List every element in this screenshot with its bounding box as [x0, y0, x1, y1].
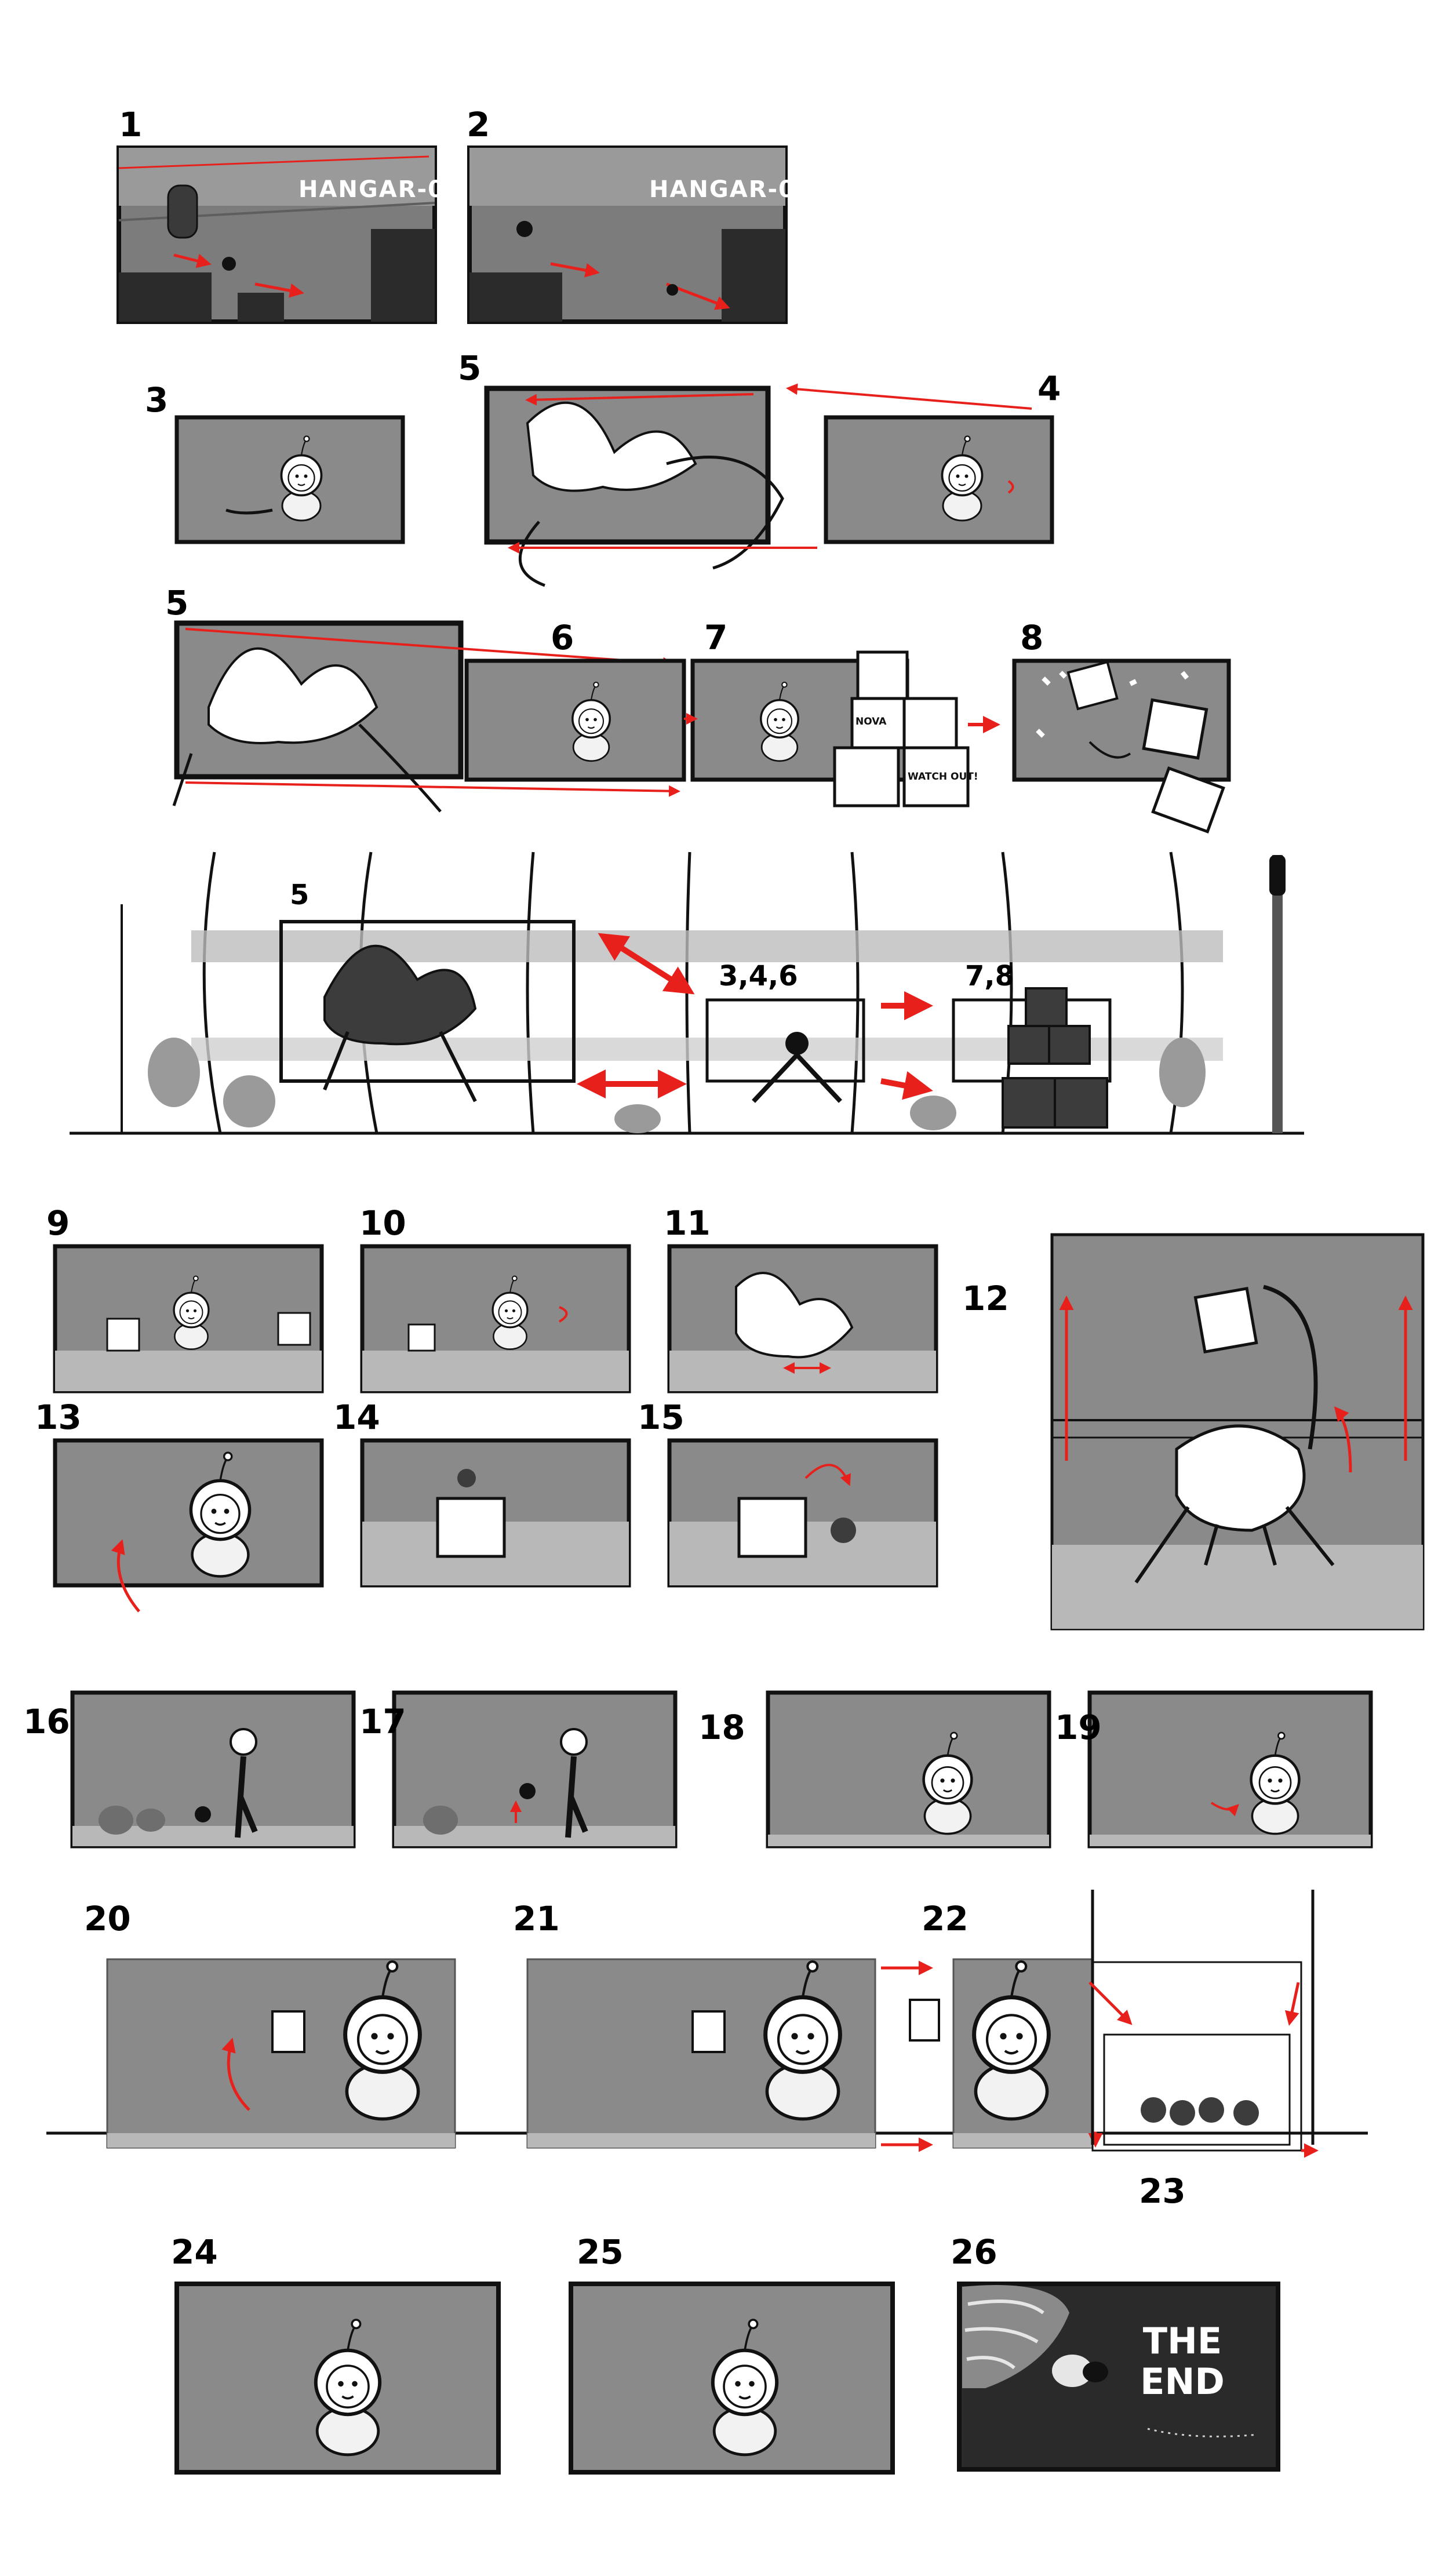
panel-19: [1087, 1690, 1373, 1849]
panel-6: [464, 658, 686, 782]
hangar-sign-2: HANGAR-01: [649, 176, 813, 203]
panel-24: [174, 2282, 501, 2475]
panel-4: [786, 383, 1054, 544]
panel-number-10: 10: [359, 1203, 406, 1243]
panel-21: [526, 1958, 933, 2152]
layout-label-3-4-6: 3,4,6: [719, 960, 798, 992]
panel-10: [360, 1244, 631, 1393]
panel-number-15: 15: [638, 1398, 685, 1437]
hangar-sign: HANGAR-01: [298, 176, 463, 203]
panel-number-4: 4: [1037, 369, 1061, 408]
panel-number-5a: 5: [458, 348, 481, 388]
panel-number-5b: 5: [165, 583, 188, 623]
panel-18: [766, 1690, 1051, 1849]
panel-number-7: 7: [704, 618, 727, 657]
panel-22: [909, 1958, 1103, 2149]
panel-15: [667, 1438, 938, 1588]
panel-number-22: 22: [922, 1899, 969, 1938]
panel-number-12: 12: [962, 1279, 1009, 1318]
crate-label-nova: NOVA: [855, 716, 887, 727]
panel-3: [174, 415, 405, 544]
panel-number-9: 9: [46, 1203, 70, 1243]
panel-number-16: 16: [23, 1702, 70, 1741]
panel-25: [569, 2282, 895, 2475]
layout-label-5: 5: [290, 879, 309, 911]
the-end-line2: END: [1140, 2360, 1225, 2403]
panel-26: THE END: [957, 2282, 1280, 2472]
panel-5b: [172, 620, 680, 813]
panel-7: NOVA WATCH OUT!: [684, 650, 978, 807]
panel-number-13: 13: [35, 1398, 82, 1437]
panel-number-3: 3: [145, 380, 168, 420]
panel-number-6: 6: [551, 618, 574, 657]
panel-number-26: 26: [951, 2232, 997, 2272]
panel-number-23: 23: [1139, 2171, 1186, 2211]
panel-13: [53, 1438, 324, 1613]
panel-number-17: 17: [359, 1702, 406, 1741]
panel-number-19: 19: [1055, 1708, 1102, 1747]
panel-1: HANGAR-01: [116, 145, 463, 324]
panel-number-8: 8: [1020, 618, 1043, 657]
panel-number-11: 11: [664, 1203, 711, 1243]
panel-2: HANGAR-01: [467, 145, 813, 324]
panel-17: [392, 1690, 678, 1849]
panel-14: [360, 1438, 631, 1588]
overhead-layout: [70, 852, 1304, 1135]
panel-number-25: 25: [577, 2232, 624, 2272]
panel-number-18: 18: [698, 1708, 745, 1747]
panel-number-2: 2: [467, 105, 490, 144]
panel-number-1: 1: [119, 105, 142, 144]
panel-number-14: 14: [333, 1398, 380, 1437]
panel-number-24: 24: [171, 2232, 218, 2272]
panel-20: [106, 1958, 456, 2149]
panel-12: [1050, 1233, 1425, 1631]
panel-11: [667, 1244, 938, 1393]
panel-5a: [484, 385, 817, 587]
panel-8: [1012, 658, 1231, 834]
panel-9: [53, 1244, 324, 1393]
panel-number-20: 20: [84, 1899, 131, 1938]
layout-label-7-8: 7,8: [965, 960, 1014, 992]
panel-23: [1088, 1890, 1319, 2158]
panel-16: [70, 1690, 356, 1849]
crate-stack: NOVA WATCH OUT!: [833, 650, 978, 807]
the-end-line1: THE: [1143, 2320, 1222, 2362]
panel-number-21: 21: [513, 1899, 560, 1938]
crate-label-watch-out: WATCH OUT!: [908, 771, 978, 783]
